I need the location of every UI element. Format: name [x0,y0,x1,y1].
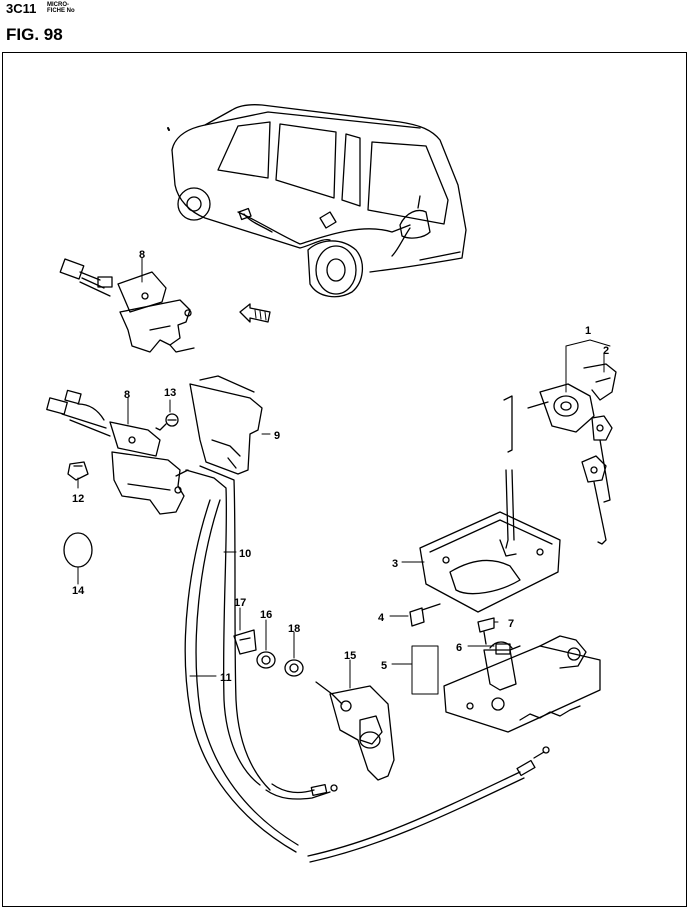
callout-6: 6 [456,642,462,654]
callout-15: 15 [344,650,356,662]
callout-3: 3 [392,558,398,570]
callout-8-lower: 8 [124,389,130,401]
microfiche-label: MICRO- FICHE No [47,2,75,14]
microfiche-line-2: FICHE No [47,8,75,14]
clip-12 [67,461,89,481]
callout-12: 12 [72,493,84,505]
grommet-14 [63,532,93,568]
callout-16: 16 [260,609,272,621]
callout-8-upper: 8 [139,249,145,261]
callout-9: 9 [274,430,280,442]
callout-7: 7 [508,618,514,630]
callout-1: 1 [585,325,591,337]
bushing-17 [233,629,257,655]
callout-13: 13 [164,387,176,399]
figure-number: FIG. 98 [6,25,63,44]
cable-11 [184,499,338,853]
hood-latch-5 [443,635,601,733]
callout-17: 17 [234,597,246,609]
bolt-7 [477,617,495,645]
cable-10 [185,465,271,791]
callout-11: 11 [220,672,232,684]
callout-4: 4 [378,612,385,624]
callout-10: 10 [239,548,251,560]
lock-rod [505,469,515,549]
hood-striker-3 [419,511,561,613]
hood-release-cable [307,746,550,863]
vehicle-illustration [167,104,467,298]
leader-lines [77,257,611,695]
front-direction-arrow [239,303,271,323]
hood-opener-lever-lower [46,389,189,515]
screw-13 [155,413,179,431]
cover-9 [189,375,263,475]
callout-5: 5 [381,660,387,672]
washer-16 [256,651,276,669]
callout-numbers: 1 2 3 4 5 6 7 8 8 9 10 11 12 13 14 15 16… [72,249,609,684]
callout-14: 14 [72,585,85,597]
microfiche-line-1: MICRO- [47,2,69,8]
washer-18 [284,659,304,677]
callout-18: 18 [288,623,300,635]
section-code: 3C11 [6,1,37,16]
bolt-4 [409,603,441,627]
secondary-latch-15 [315,681,395,781]
hood-opener-lever-upper [59,258,195,353]
lock-cylinder-assembly [503,363,617,545]
diagram-frame [2,52,687,907]
callout-2: 2 [603,345,609,357]
